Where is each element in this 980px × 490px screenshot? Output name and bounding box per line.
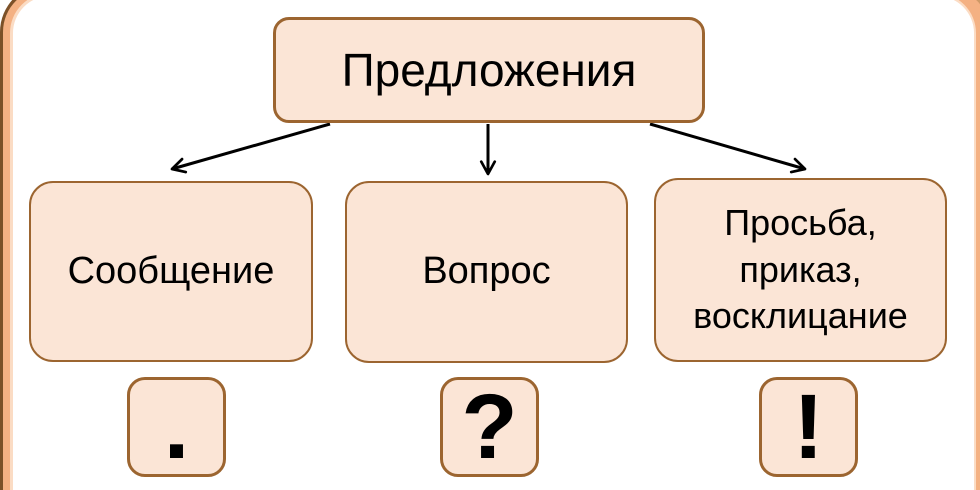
root-box: Предложения — [273, 17, 705, 123]
punct-box-period: . — [127, 377, 226, 477]
branch-box-message: Сообщение — [29, 181, 313, 362]
branch-label-question: Вопрос — [422, 250, 551, 293]
branch-box-question: Вопрос — [345, 181, 628, 363]
branch-box-request-order-exclamation: Просьба, приказ, восклицание — [654, 178, 947, 362]
branch-label-request-order-exclamation: Просьба, приказ, восклицание — [693, 201, 908, 337]
question-mark: ? — [461, 376, 518, 478]
punct-box-question-mark: ? — [440, 377, 539, 477]
root-label: Предложения — [341, 44, 637, 96]
branch-label-message: Сообщение — [67, 249, 275, 292]
punct-box-exclamation-mark: ! — [759, 377, 858, 477]
exclamation-mark: ! — [793, 376, 824, 478]
period-mark: . — [163, 376, 190, 478]
